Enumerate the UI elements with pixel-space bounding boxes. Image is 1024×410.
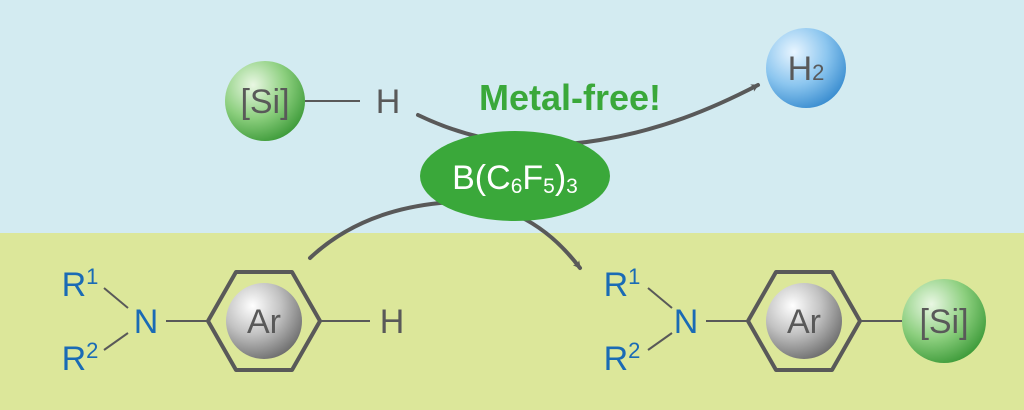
h2-sub: 2 [812, 60, 824, 85]
hydrogen-product: H2 [766, 28, 846, 108]
si-label: [Si] [240, 83, 289, 121]
product-r1-sup: 1 [628, 264, 640, 289]
substrate-r1: R1 [62, 264, 99, 304]
product-ar-label: Ar [787, 303, 821, 341]
product-ar-sphere [766, 283, 842, 359]
catalyst-prefix: B(C [452, 159, 511, 197]
catalyst-sub3: 3 [566, 175, 578, 198]
substrate-n-label: N [134, 303, 159, 341]
substrate-r2: R2 [62, 338, 99, 378]
product: R1 R2 N Ar [Si] [604, 264, 986, 378]
substrate-ar-label: Ar [247, 303, 281, 341]
product-r2-sup: 2 [628, 338, 640, 363]
substrate-r1-bond [103, 287, 129, 309]
catalyst: B(C6F5)3 [420, 131, 610, 221]
product-r1-bond [647, 287, 673, 309]
metal-free-label: Metal-free! [479, 77, 661, 118]
catalyst-close: ) [555, 159, 566, 197]
substrate-r2-letter: R [62, 340, 87, 378]
product-si-sphere [902, 279, 986, 363]
substrate-r1-sup: 1 [86, 264, 98, 289]
product-r1: R1 [604, 264, 641, 304]
silane-reagent: [Si] H [225, 61, 400, 141]
product-si-label: [Si] [919, 303, 968, 341]
arrow-to-h2 [416, 83, 760, 147]
substrate-h-label: H [380, 303, 405, 341]
h2-main: H [788, 50, 813, 88]
catalyst-sub2: 5 [543, 175, 555, 198]
si-sphere [225, 61, 305, 141]
substrate-r2-bond [103, 332, 129, 351]
substrate-r1-letter: R [62, 266, 87, 304]
h2-sphere [766, 28, 846, 108]
product-r2: R2 [604, 338, 641, 378]
h2-label: H2 [788, 50, 825, 88]
substrate-ar-sphere [226, 283, 302, 359]
catalyst-sub1: 6 [511, 175, 523, 198]
product-r2-letter: R [604, 340, 629, 378]
product-r2-bond [647, 332, 673, 351]
substrate-r2-sup: 2 [86, 338, 98, 363]
catalyst-ellipse [420, 131, 610, 221]
catalyst-label: B(C6F5)3 [452, 159, 578, 198]
catalyst-mid: F [522, 159, 543, 197]
substrate: R1 R2 N Ar H [62, 264, 405, 378]
silane-h-label: H [376, 83, 401, 121]
product-r1-letter: R [604, 266, 629, 304]
product-n-label: N [674, 303, 699, 341]
